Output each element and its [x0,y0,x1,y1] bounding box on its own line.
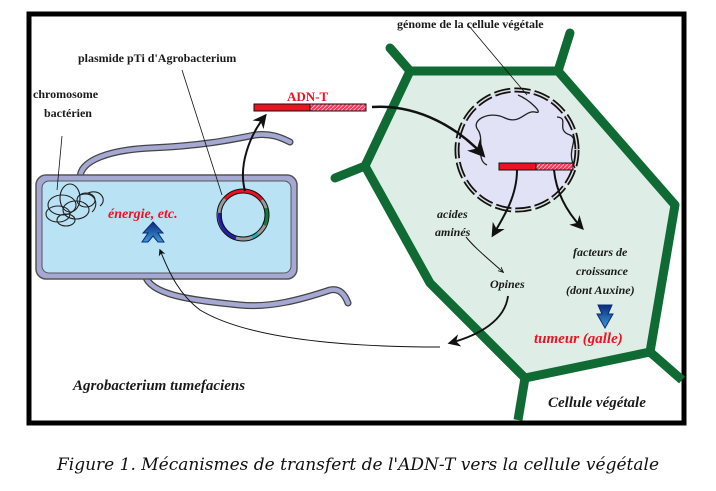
pointer-genome [468,25,528,96]
label-amino-1: acides [437,207,468,221]
label-opines: Opines [490,277,525,291]
arrows [56,25,584,348]
plant-cell [360,66,680,383]
arrow-return-to-bacterium [158,248,441,348]
pointer-plasmid [181,69,223,196]
label-plant-cell: Cellule végétale [548,395,646,411]
integrated-t-dna [498,162,537,171]
blue-arrow-tumor [596,304,614,330]
pointer-chromosome [56,135,63,191]
plant-nucleus [454,87,580,213]
label-chromosome-2: bactérien [44,106,92,120]
blue-arrow-energy [141,221,165,243]
arrow-nucleus-to-growth [553,169,584,231]
arrow-nucleus-to-amino [491,169,518,238]
label-growth-3: (dont Auxine) [566,283,635,297]
label-amino-2: aminés [435,225,471,239]
label-t-dna: ADN-T [287,89,328,104]
label-bacterium-name: Agrobacterium tumefaciens [72,378,245,394]
label-growth-2: croissance [576,264,629,278]
arrow-plasmid-to-tdna [241,113,267,192]
label-tumor: tumeur (galle) [534,331,623,347]
label-chromosome-1: chromosome [33,87,99,101]
arrow-tdna-to-nucleus [371,105,486,158]
arrow-amino-to-opines [465,236,503,272]
bacterial-chromosome [45,183,104,227]
bacterium [35,131,352,310]
label-plasmid: plasmide pTi d'Agrobacterium [78,51,236,65]
t-dna-strand [253,103,367,112]
label-energy: énergie, etc. [108,207,178,222]
ti-plasmid [216,188,270,242]
label-plant-genome: génome de la cellule végétale [397,17,544,31]
arrow-opines-to-bacterium [447,295,509,347]
plant-cell-walls [330,28,685,421]
label-growth-1: facteurs de [573,245,628,259]
figure-caption: Figure 1. Mécanismes de transfert de l'A… [56,455,660,475]
